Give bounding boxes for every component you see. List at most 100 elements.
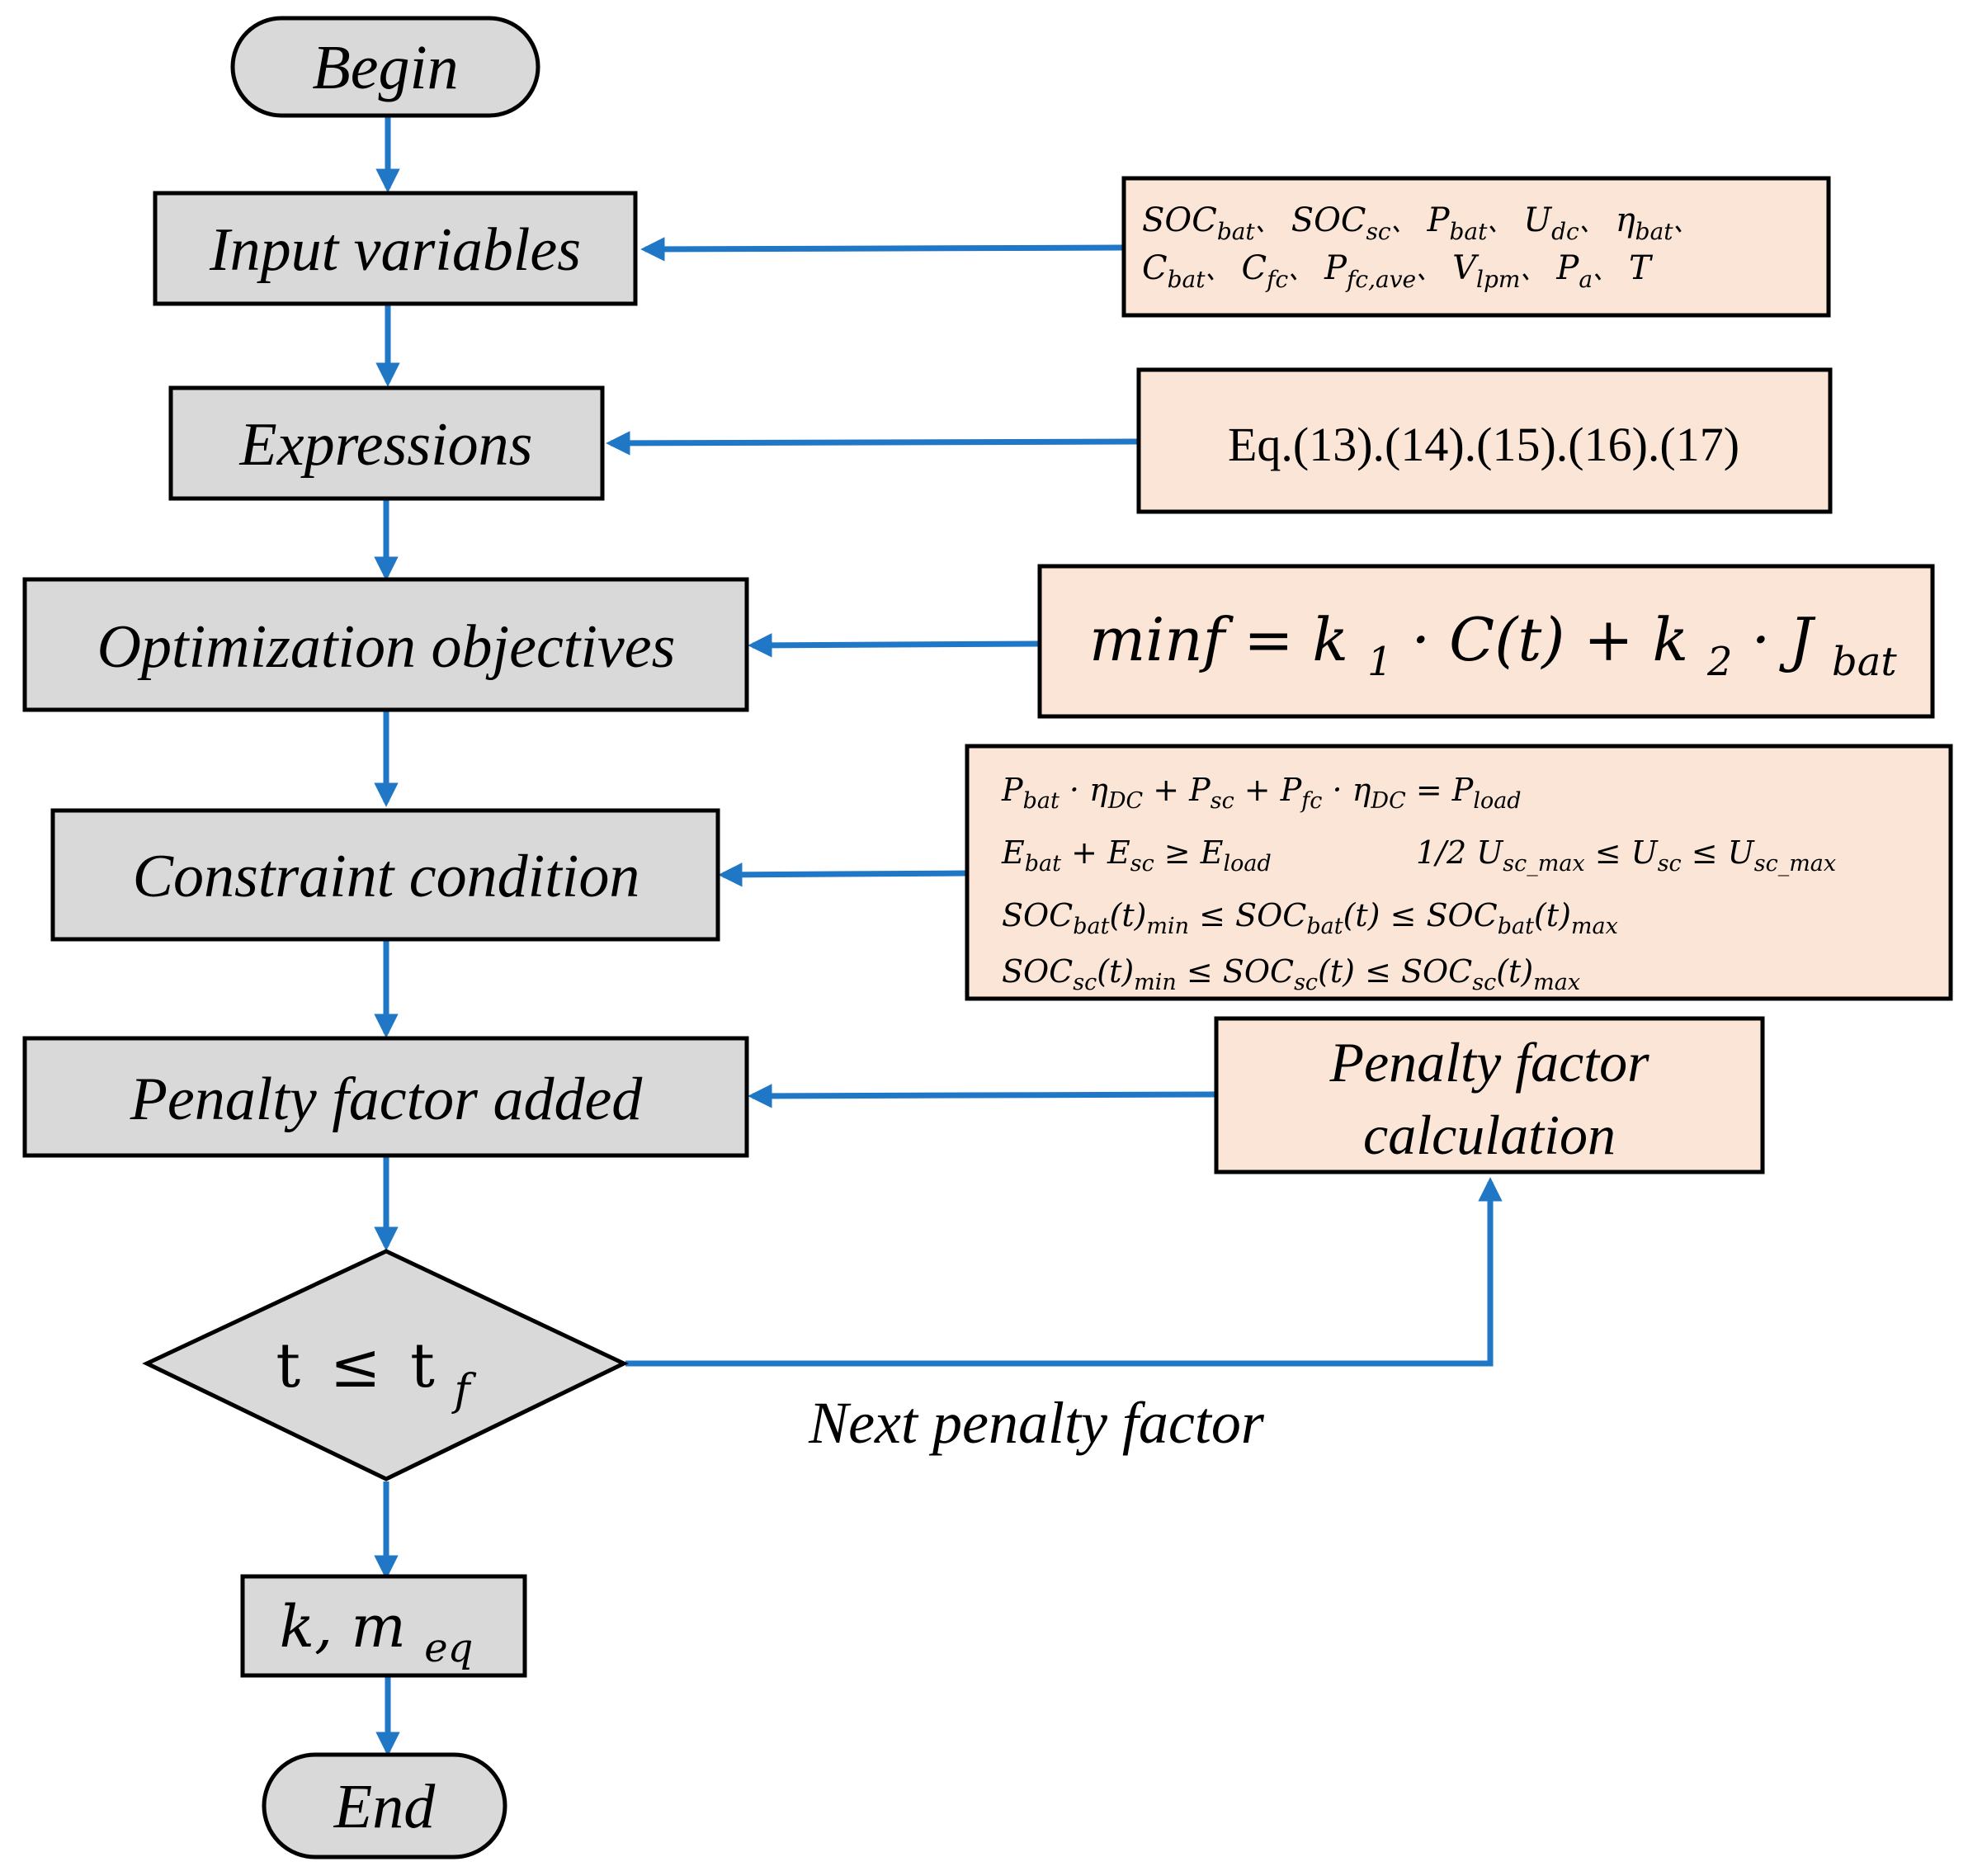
constraint-l2a-sub-1: bat: [1025, 851, 1061, 877]
constraint-l1-part-6: + P: [1234, 772, 1303, 808]
constraint-l1-part-2: · η: [1060, 772, 1108, 808]
input-var-sep-l2-3: 、: [1520, 257, 1545, 286]
input-var-sub-l2-1: fc: [1265, 266, 1288, 293]
input-var-sep-l1-3: 、: [1579, 209, 1604, 238]
objective-mid: · C(t) + k: [1411, 605, 1688, 674]
input-var-l1-2: P: [1427, 201, 1451, 239]
input-var-sub-l1-4: bat: [1635, 218, 1674, 245]
constraint-l4-part-2: (t): [1097, 953, 1134, 990]
equations-ref-label: Eq.(13).(14).(15).(16).(17): [1228, 418, 1739, 471]
expressions-label: Expressions: [239, 411, 533, 479]
constraint-l2b-sub-1: sc_max: [1503, 851, 1584, 877]
decision-t: t: [276, 1330, 300, 1401]
constraints-box: Pbat · ηDC + Psc + Pfc · ηDC = Pload Eba…: [965, 744, 1953, 1001]
constraint-l1-sub-7: fc: [1300, 788, 1322, 814]
constraint-l3-sub-9: max: [1571, 914, 1618, 939]
arrow-loop-next-penalty: [625, 1177, 1503, 1367]
begin-label: Begin: [312, 33, 458, 102]
constraint-l4-sub-7: sc: [1472, 970, 1496, 995]
constraint-l3-part-0: SOC: [1002, 897, 1073, 933]
inputs-line-1: SOCbat、SOCsc、Pbat、Udc、ηbat、: [1142, 201, 1698, 245]
constraint-l2a-sub-5: load: [1223, 851, 1271, 877]
decision-label: t ≤ t f: [276, 1330, 476, 1415]
input-var-l2-4: P: [1555, 249, 1579, 287]
constraint-line-4: SOCsc(t)min ≤ SOCsc(t) ≤ SOCsc(t)max: [1002, 953, 1580, 995]
input-var-sep-l2-2: 、: [1416, 257, 1441, 286]
constraint-line-1: Pbat · ηDC + Psc + Pfc · ηDC = Pload: [1001, 772, 1522, 814]
constraint-condition-node: Constraint condition: [50, 808, 720, 942]
constraint-l1-sub-9: DC: [1370, 788, 1406, 814]
constraint-l1-part-0: P: [1001, 772, 1024, 808]
input-var-sep-l2-1: 、: [1288, 257, 1313, 286]
input-var-sep-l2-4: 、: [1593, 257, 1617, 286]
objective-lhs: minf = k: [1089, 605, 1348, 674]
equations-box: Eq.(13).(14).(15).(16).(17): [1136, 367, 1833, 514]
optimization-objectives-node: Optimization objectives: [22, 577, 749, 712]
decision-le: ≤: [330, 1330, 381, 1401]
constraint-l4-sub-9: max: [1533, 970, 1580, 995]
input-var-sep-l1-0: 、: [1255, 209, 1280, 238]
inputs-box: SOCbat、SOCsc、Pbat、Udc、ηbat、 Cbat、Cfc、Pfc…: [1121, 176, 1831, 318]
constraint-l2b-sub-3: sc: [1658, 851, 1682, 877]
constraint-l1-part-10: = P: [1406, 772, 1475, 808]
constraint-l2a-part-2: + E: [1061, 834, 1130, 871]
constraint-line-3: SOCbat(t)min ≤ SOCbat(t) ≤ SOCbat(t)max: [1002, 897, 1618, 939]
input-var-sub-l2-4: a: [1579, 266, 1593, 293]
end-label: End: [333, 1772, 436, 1841]
constraint-l4-part-8: (t): [1496, 953, 1533, 990]
decision-tf: t: [410, 1330, 435, 1401]
penalty-calc-line-2: calculation: [1363, 1103, 1616, 1166]
constraint-l3-sub-7: bat: [1498, 914, 1534, 939]
input-var-l1-4: η: [1616, 201, 1635, 239]
decision-diamond: t ≤ t f: [142, 1249, 629, 1481]
arrow-inputs-box-to-input: [640, 237, 1125, 262]
constraint-l3-part-8: (t): [1534, 897, 1571, 933]
objective-formula: minf = k 1 · C(t) + k 2 · J bat: [1089, 605, 1897, 689]
constraint-l4-part-4: ≤ SOC: [1177, 953, 1294, 990]
input-var-sub-l2-0: bat: [1168, 266, 1206, 293]
input-var-l1-0: SOC: [1142, 201, 1217, 239]
objective-box: minf = k 1 · C(t) + k 2 · J bat: [1037, 564, 1935, 719]
constraint-l2a-sub-3: sc: [1130, 851, 1154, 877]
input-var-l2-2: P: [1324, 249, 1347, 287]
constraint-l4-sub-3: min: [1134, 970, 1177, 995]
expressions-node: Expressions: [168, 385, 605, 501]
objective-k2-sub: 2: [1706, 639, 1733, 685]
input-var-l1-3: U: [1523, 201, 1552, 239]
loop-label: Next penalty factor: [808, 1390, 1265, 1456]
constraint-l3-sub-5: bat: [1306, 914, 1343, 939]
input-var-l2-0: C: [1142, 249, 1168, 287]
constraint-l2b-part-4: ≤ U: [1682, 834, 1756, 871]
optimization-objectives-label: Optimization objectives: [97, 613, 676, 681]
constraint-l3-part-6: (t) ≤ SOC: [1343, 897, 1498, 933]
begin-terminal: Begin: [230, 16, 540, 118]
constraint-l2b-part-2: ≤ U: [1585, 834, 1659, 871]
objective-k1-sub: 1: [1367, 639, 1393, 685]
constraint-l4-part-6: (t) ≤ SOC: [1318, 953, 1472, 990]
input-var-sub-l1-0: bat: [1217, 218, 1256, 245]
input-variables-node: Input variables: [153, 191, 638, 306]
constraint-l1-part-4: + P: [1143, 772, 1211, 808]
input-var-sub-l1-3: dc: [1551, 218, 1579, 245]
constraint-l1-sub-11: load: [1473, 788, 1521, 814]
input-variables-label: Input variables: [209, 216, 581, 284]
constraint-l1-part-8: · η: [1322, 772, 1371, 808]
constraint-l1-sub-3: DC: [1107, 788, 1144, 814]
input-var-l2-1: C: [1241, 249, 1267, 287]
constraint-l2b-sub-5: sc_max: [1754, 851, 1836, 877]
input-var-sub-l1-2: bat: [1449, 218, 1488, 245]
input-var-sep-l1-4: 、: [1673, 209, 1698, 238]
constraint-l1-sub-1: bat: [1023, 788, 1060, 814]
constraint-l2a-part-0: E: [1001, 834, 1025, 871]
arrow-objective-box-to-objectives: [748, 633, 1041, 658]
input-var-sep-l1-2: 、: [1487, 209, 1512, 238]
objective-j-sub: bat: [1832, 639, 1897, 685]
constraint-l3-part-2: (t): [1110, 897, 1147, 933]
constraint-l3-sub-1: bat: [1073, 914, 1109, 939]
constraint-line-2b: 1/2 Usc_max ≤ Usc ≤ Usc_max: [1416, 834, 1836, 877]
constraint-l1-sub-5: sc: [1211, 788, 1234, 814]
input-var-sub-l2-2: fc,ave: [1345, 266, 1416, 293]
constraint-l4-part-0: SOC: [1002, 953, 1073, 990]
penalty-factor-added-label: Penalty factor added: [130, 1066, 644, 1133]
